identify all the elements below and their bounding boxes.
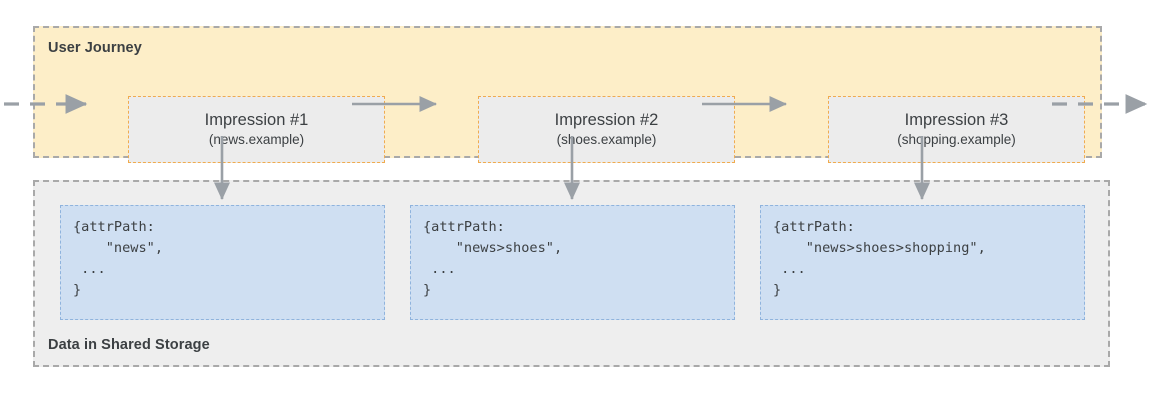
- user-journey-label: User Journey: [48, 40, 142, 56]
- impression-origin: (news.example): [208, 132, 305, 148]
- impression-origin: (shopping.example): [897, 132, 1016, 148]
- impression-title: Impression #2: [554, 111, 659, 130]
- impression-title: Impression #1: [204, 111, 309, 130]
- user-journey-lane: User Journey Impression #1 (news.example…: [33, 26, 1102, 163]
- impression-box-3: Impression #3 (shopping.example): [828, 96, 1085, 163]
- shared-storage-label: Data in Shared Storage: [48, 337, 210, 353]
- storage-record-2: {attrPath: "news>shoes", ... }: [410, 205, 735, 320]
- impression-title: Impression #3: [904, 111, 1009, 130]
- storage-record-1: {attrPath: "news", ... }: [60, 205, 385, 320]
- impression-box-2: Impression #2 (shoes.example): [478, 96, 735, 163]
- impression-box-1: Impression #1 (news.example): [128, 96, 385, 163]
- impression-origin: (shoes.example): [556, 132, 657, 148]
- storage-record-3: {attrPath: "news>shoes>shopping", ... }: [760, 205, 1085, 320]
